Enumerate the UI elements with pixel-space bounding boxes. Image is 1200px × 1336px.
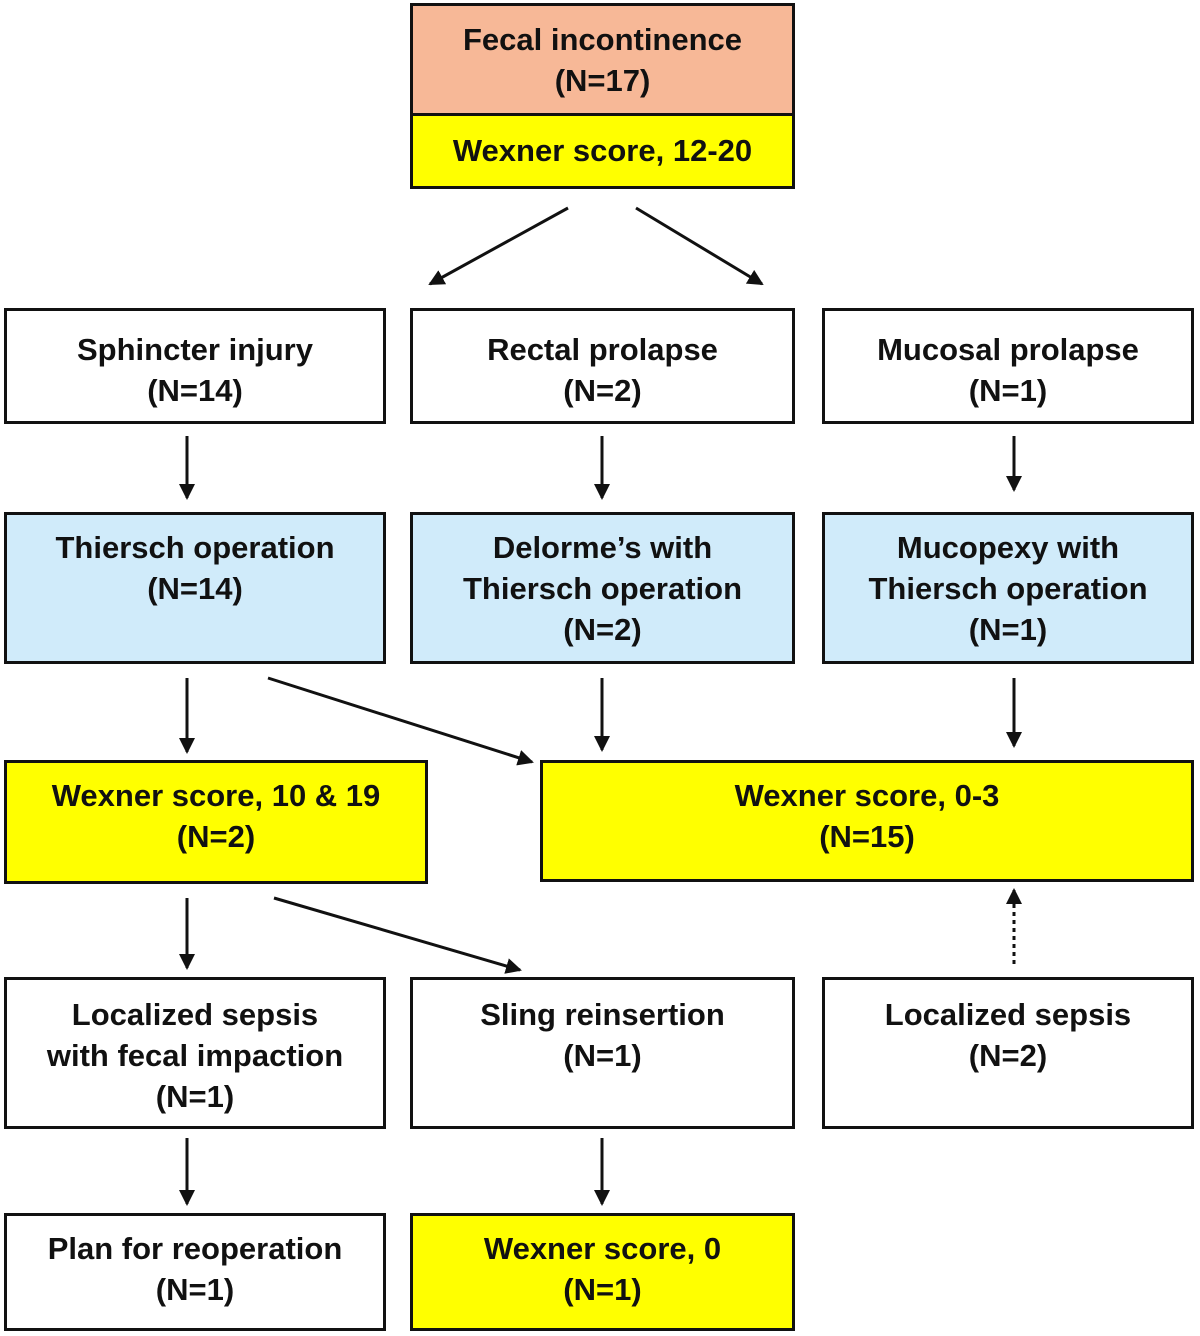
thiersch-operation-box: Thiersch operation (N=14) [4,512,386,664]
thiersch-operation-count: (N=14) [147,571,243,606]
arrow-top-to-left [428,206,569,286]
wexner-score-zero-title: Wexner score, 0 [483,1231,722,1266]
wexner-score-fail-box: Wexner score, 10 & 19 (N=2) [4,760,428,884]
sphincter-injury-count: (N=14) [147,373,243,408]
mucosal-prolapse-box: Mucosal prolapse (N=1) [822,308,1194,424]
plan-reoperation-count: (N=1) [155,1272,235,1307]
wexner-score-zero-count: (N=1) [563,1272,642,1307]
mucopexy-line2: Thiersch operation [868,571,1148,606]
mucopexy-thiersch-box: Mucopexy with Thiersch operation (N=1) [822,512,1194,664]
wexner-score-fail-count: (N=2) [176,819,256,854]
localized-sepsis-title: Localized sepsis [884,997,1132,1032]
sepsis-impaction-count: (N=1) [155,1079,235,1114]
localized-sepsis-box: Localized sepsis (N=2) [822,977,1194,1129]
wexner-score-good-title: Wexner score, 0-3 [734,778,1000,813]
mucosal-prolapse-title: Mucosal prolapse [877,332,1139,367]
initial-wexner-score-label: Wexner score, 12-20 [452,133,753,168]
plan-reoperation-box: Plan for reoperation (N=1) [4,1213,386,1331]
sling-reinsertion-title: Sling reinsertion [480,997,725,1032]
fecal-incontinence-box: Fecal incontinence (N=17) Wexner score, … [410,3,795,189]
thiersch-operation-title: Thiersch operation [55,530,335,565]
sepsis-impaction-line1: Localized sepsis [71,997,319,1032]
fecal-incontinence-title: Fecal incontinence [462,21,743,57]
arrow-top-to-right [635,206,764,286]
fecal-incontinence-count: (N=17) [554,62,651,98]
rectal-prolapse-title: Rectal prolapse [487,332,718,367]
sling-reinsertion-count: (N=1) [563,1038,642,1073]
rectal-prolapse-box: Rectal prolapse (N=2) [410,308,795,424]
arrow-fail-to-sling [273,896,522,974]
rectal-prolapse-count: (N=2) [563,373,642,408]
sepsis-impaction-box: Localized sepsis with fecal impaction (N… [4,977,386,1129]
sling-reinsertion-box: Sling reinsertion (N=1) [410,977,795,1129]
delorme-line1: Delorme’s with [492,530,713,565]
mucopexy-line1: Mucopexy with [896,530,1120,565]
localized-sepsis-count: (N=2) [968,1038,1048,1073]
arrow-thiersch-to-good [267,676,534,766]
wexner-score-good-count: (N=15) [819,819,915,854]
delorme-thiersch-box: Delorme’s with Thiersch operation (N=2) [410,512,795,664]
wexner-score-good-box: Wexner score, 0-3 (N=15) [540,760,1194,882]
delorme-count: (N=2) [563,612,642,647]
mucosal-prolapse-count: (N=1) [968,373,1048,408]
sepsis-impaction-line2: with fecal impaction [46,1038,344,1073]
sphincter-injury-box: Sphincter injury (N=14) [4,308,386,424]
plan-reoperation-title: Plan for reoperation [47,1231,343,1266]
wexner-score-zero-box: Wexner score, 0 (N=1) [410,1213,795,1331]
wexner-score-fail-title: Wexner score, 10 & 19 [51,778,381,813]
mucopexy-count: (N=1) [968,612,1048,647]
sphincter-injury-title: Sphincter injury [77,332,313,367]
fecal-incontinence-header: Fecal incontinence (N=17) [413,6,792,116]
initial-wexner-score: Wexner score, 12-20 [413,116,792,186]
delorme-line2: Thiersch operation [462,571,743,606]
